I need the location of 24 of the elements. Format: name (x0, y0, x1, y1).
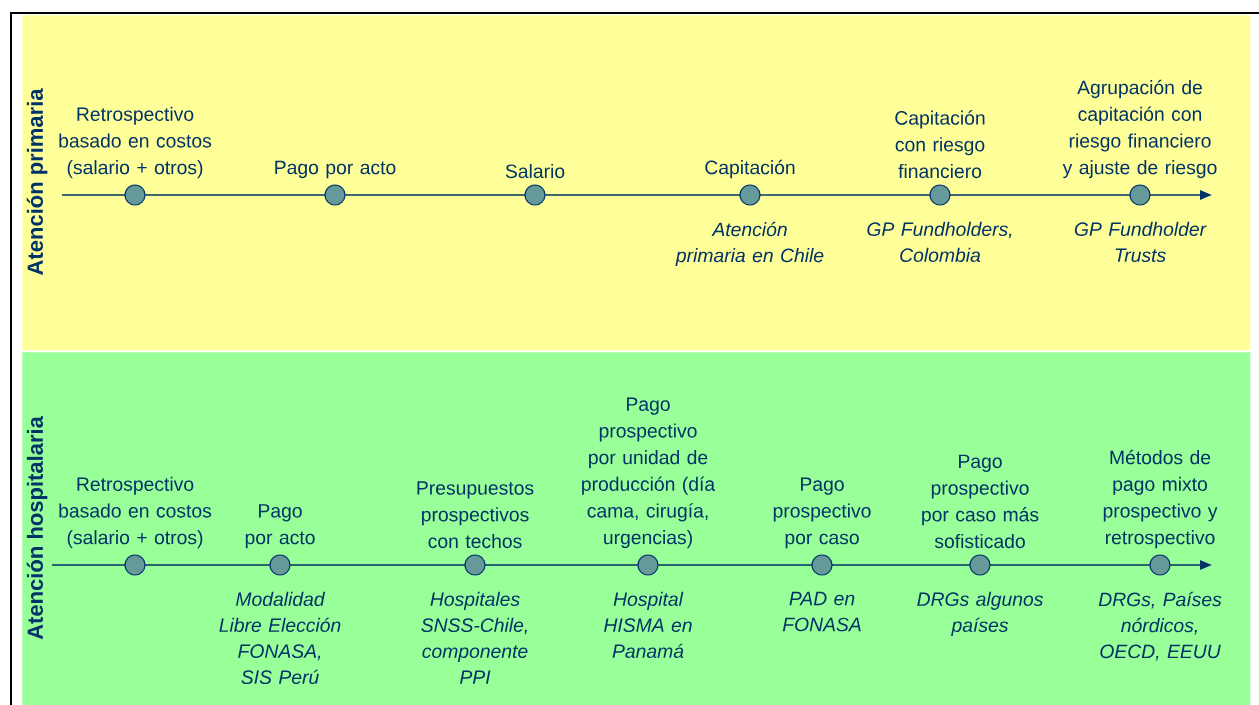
example-label: DRGs, Países nórdicos, OECD, EEUU (1098, 591, 1222, 661)
example-label: PAD en FONASA (782, 591, 861, 632)
point-label: Presupuestos prospectivos con techos (417, 481, 534, 549)
point-label: Salario (505, 163, 565, 179)
example-label: GP Fundholder Trusts (1074, 221, 1207, 263)
band-label: Atención primaria (26, 88, 48, 275)
point-label: Capitación (705, 159, 795, 179)
point-label: Retrospectivo basado en costos (salario + otros) (59, 106, 212, 179)
example-label: GP Fundholders, Colombia (867, 221, 1012, 263)
point-label: Retrospectivo basado en costos (salario + otros) (59, 476, 212, 549)
point-label: Métodos de pago mixto prospectivo y retrospectivo (1103, 449, 1218, 549)
example-label: Hospital HISMA en Panamá (604, 591, 692, 659)
band-label: Atención hospitalaria (26, 416, 48, 640)
point-label: Agrupación de capitación con riesgo financiero y ajuste de riesgo (1062, 79, 1217, 179)
point-label: Pago prospectivo por caso (773, 477, 871, 549)
point-label: Capitación con riesgo financiero (895, 110, 985, 179)
example-label: Modalidad Libre Elección FONASA, SIS Perú (219, 591, 341, 685)
point-label: Pago prospectivo por caso más sofisticado (922, 454, 1039, 549)
example-label: Atención primaria en Chile (675, 221, 824, 267)
point-label: Pago prospectivo por unidad de producción (día cama, cirugía, urgencias) (582, 397, 716, 549)
point-label: Pago por acto (275, 160, 396, 179)
point-label: Pago por acto (245, 504, 315, 549)
example-label: Hospitales SNSS-Chile, componente PPI (421, 591, 528, 684)
example-label: DRGs algunos países (917, 591, 1043, 636)
